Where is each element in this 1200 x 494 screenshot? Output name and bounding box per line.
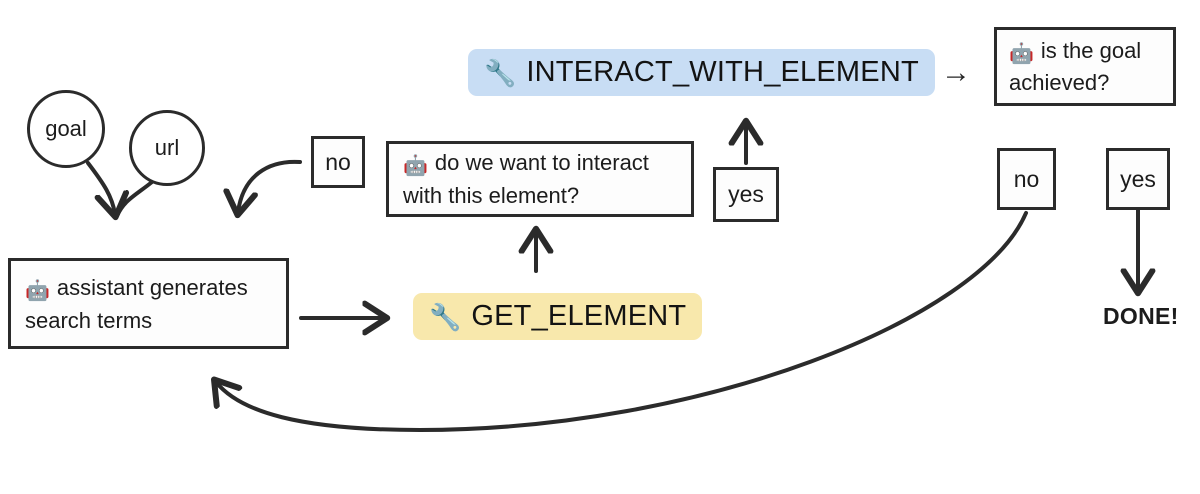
goal-achieved-question-box[interactable]: 🤖is the goal achieved? [994, 27, 1176, 106]
interact-with-element-label: INTERACT_WITH_ELEMENT [526, 56, 919, 88]
yes-label-middle-text: yes [728, 181, 764, 207]
interact-question-box[interactable]: 🤖do we want to interact with this elemen… [386, 141, 694, 217]
done-text: DONE! [1103, 303, 1179, 329]
assistant-generates-search-terms-box[interactable]: 🤖assistant generates search terms [8, 258, 289, 349]
yes-label-box-middle[interactable]: yes [713, 167, 779, 222]
get-element-label: GET_ELEMENT [471, 300, 687, 332]
no-label-left-text: no [325, 148, 351, 175]
url-circle-label: url [154, 135, 180, 160]
goal-circle[interactable]: goal [27, 90, 105, 168]
yes-label-right-text: yes [1120, 165, 1156, 192]
wrench-icon: 🔧 [484, 57, 517, 88]
interact-with-element-tool-pill[interactable]: 🔧 INTERACT_WITH_ELEMENT [468, 49, 935, 96]
right-arrow-icon: → [941, 56, 971, 89]
url-circle[interactable]: url [129, 110, 205, 186]
edge-url-to-assistant [115, 180, 154, 218]
no-label-box-right[interactable]: no [997, 148, 1056, 210]
yes-label-box-right[interactable]: yes [1106, 148, 1170, 210]
wrench-icon: 🔧 [429, 301, 462, 332]
edge-goal-to-assistant [86, 161, 115, 214]
interact-question-label: do we want to interact with this element… [403, 150, 649, 208]
no-label-right-text: no [1013, 165, 1040, 192]
goal-achieved-label: is the goal achieved? [1009, 38, 1142, 95]
robot-icon: 🤖 [403, 155, 428, 177]
edge-no-to-assistant [238, 159, 302, 212]
robot-icon: 🤖 [25, 279, 50, 302]
no-label-box-left[interactable]: no [311, 136, 365, 188]
goal-circle-label: goal [45, 116, 87, 141]
get-element-tool-pill[interactable]: 🔧 GET_ELEMENT [413, 293, 703, 340]
robot-icon: 🤖 [1009, 43, 1034, 66]
assistant-box-label: assistant generates search terms [25, 274, 248, 333]
